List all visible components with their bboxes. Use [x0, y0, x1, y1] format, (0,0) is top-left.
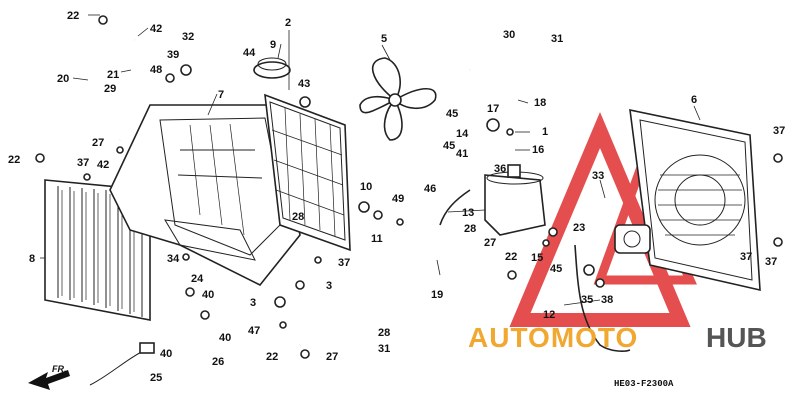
- hose-19: [298, 253, 516, 347]
- label-37: 37: [740, 251, 752, 263]
- label-3: 3: [326, 280, 332, 292]
- label-27: 27: [92, 137, 104, 149]
- watermark-auto: AUTOMOTO: [468, 322, 638, 353]
- label-35: 35: [581, 294, 593, 306]
- label-17: 17: [487, 103, 499, 115]
- label-29: 29: [104, 83, 116, 95]
- front-direction-arrow: FR.: [28, 364, 70, 390]
- label-26: 26: [212, 356, 224, 368]
- label-19: 19: [431, 289, 443, 301]
- label-28: 28: [464, 223, 476, 235]
- label-36: 36: [494, 163, 506, 175]
- radiator-core: [264, 93, 351, 252]
- reserve-tank: [484, 164, 546, 236]
- label-5: 5: [381, 33, 387, 45]
- label-27: 27: [326, 351, 338, 363]
- watermark-hub: HUB: [706, 322, 767, 353]
- sensor-25: [89, 342, 155, 386]
- part-labels: 22 42 20 21 29 27 22 37 42 39 32 48 7 8 …: [8, 10, 785, 384]
- label-22: 22: [505, 251, 517, 263]
- watermark-text: AUTOMOTO HUB: [468, 322, 767, 353]
- label-37: 37: [338, 257, 350, 269]
- label-40: 40: [202, 289, 214, 301]
- hose-20: [44, 24, 104, 157]
- label-18: 18: [534, 97, 546, 109]
- label-30: 30: [503, 29, 515, 41]
- label-34: 34: [167, 253, 180, 265]
- label-2: 2: [285, 17, 291, 29]
- label-31: 31: [551, 33, 563, 45]
- radiator-shroud: [109, 104, 301, 287]
- label-45: 45: [550, 263, 562, 275]
- label-9: 9: [270, 39, 276, 51]
- label-21: 21: [107, 69, 119, 81]
- label-40: 40: [160, 348, 172, 360]
- label-13: 13: [462, 207, 474, 219]
- label-28: 28: [292, 211, 304, 223]
- label-22: 22: [266, 351, 278, 363]
- hose-12: [574, 244, 631, 352]
- label-14: 14: [456, 128, 469, 140]
- label-44: 44: [243, 47, 256, 59]
- label-28: 28: [378, 327, 390, 339]
- front-label: FR.: [52, 364, 67, 374]
- label-6: 6: [691, 94, 697, 106]
- hose-21: [118, 39, 138, 141]
- label-24: 24: [191, 273, 204, 285]
- label-20: 20: [57, 73, 69, 85]
- hose-18: [469, 64, 518, 136]
- label-11: 11: [371, 233, 383, 245]
- label-43: 43: [298, 78, 310, 90]
- label-3: 3: [250, 297, 256, 309]
- label-45: 45: [443, 140, 455, 152]
- label-31: 31: [378, 343, 390, 355]
- label-1: 1: [542, 126, 548, 138]
- label-27: 27: [484, 237, 496, 249]
- label-40: 40: [219, 332, 231, 344]
- label-37: 37: [77, 157, 89, 169]
- label-22: 22: [67, 10, 79, 22]
- label-33: 33: [592, 170, 604, 182]
- radiator-cap: [253, 57, 291, 79]
- label-15: 15: [531, 252, 543, 264]
- label-22: 22: [8, 154, 20, 166]
- label-12: 12: [543, 309, 555, 321]
- label-37: 37: [773, 125, 785, 137]
- label-45: 45: [446, 108, 458, 120]
- label-49: 49: [392, 193, 404, 205]
- label-39: 39: [167, 49, 179, 61]
- leader-lines: [40, 14, 701, 306]
- hose-46: [439, 189, 471, 226]
- label-42: 42: [97, 159, 109, 171]
- label-23: 23: [573, 222, 585, 234]
- label-32: 32: [182, 31, 194, 43]
- diagram-code: HE03-F2300A: [614, 379, 674, 389]
- label-38: 38: [601, 294, 613, 306]
- label-37: 37: [765, 256, 777, 268]
- label-48: 48: [150, 64, 162, 76]
- fan-motor-assembly: [614, 108, 761, 292]
- label-42: 42: [150, 23, 162, 35]
- label-10: 10: [360, 181, 372, 193]
- label-46: 46: [424, 183, 436, 195]
- label-47: 47: [248, 325, 260, 337]
- label-16: 16: [532, 144, 544, 156]
- bolts: [35, 15, 783, 359]
- label-25: 25: [150, 372, 162, 384]
- cooling-fan: [359, 57, 437, 141]
- label-41: 41: [456, 148, 468, 160]
- label-8: 8: [29, 253, 35, 265]
- label-7: 7: [218, 89, 224, 101]
